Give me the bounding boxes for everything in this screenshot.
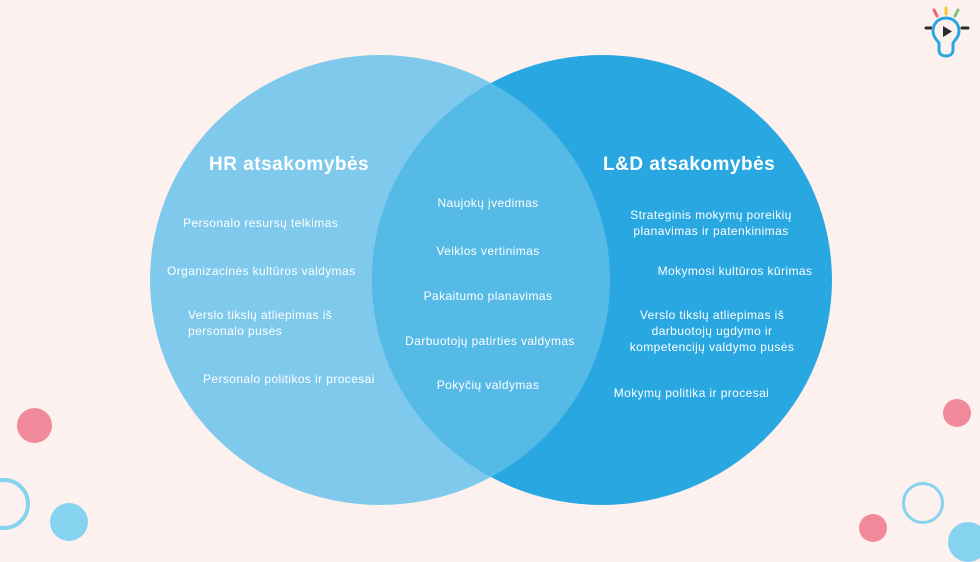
decor-dot-pink-left	[17, 408, 52, 443]
ld-title: L&D atsakomybės	[603, 154, 776, 175]
decor-dot-blue-bottom	[948, 522, 980, 562]
overlap-item: Naujokų įvedimas	[437, 196, 539, 210]
decor-ring-blue-right	[902, 482, 944, 524]
decor-dot-blue-left	[50, 503, 88, 541]
hr-title: HR atsakomybės	[209, 154, 370, 175]
hr-item: Organizacinės kultūros valdymas	[167, 264, 356, 278]
overlap-region	[150, 55, 610, 505]
ld-item: Mokymosi kultūros kūrimas	[657, 264, 813, 278]
overlap-item: Pokyčių valdymas	[436, 378, 540, 392]
overlap-item: Veiklos vertinimas	[436, 244, 540, 258]
overlap-item: Pakaitumo planavimas	[423, 289, 553, 303]
decor-dot-pink-right	[943, 399, 971, 427]
lightbulb-play-icon	[924, 6, 970, 58]
ld-item: Verslo tikslų atliepimas iš darbuotojų u…	[629, 308, 795, 354]
ld-item: Strateginis mokymų poreikių planavimas i…	[630, 208, 792, 238]
hr-item: Personalo resursų telkimas	[183, 216, 339, 230]
decor-dot-pink-bottom	[859, 514, 887, 542]
hr-item: Personalo politikos ir procesai	[203, 372, 375, 386]
hr-item: Verslo tikslų atliepimas iš personalo pu…	[188, 308, 333, 338]
overlap-item: Darbuotojų patirties valdymas	[405, 334, 575, 348]
ld-item: Mokymų politika ir procesai	[613, 386, 770, 400]
decor-ring-blue-left	[0, 478, 30, 530]
